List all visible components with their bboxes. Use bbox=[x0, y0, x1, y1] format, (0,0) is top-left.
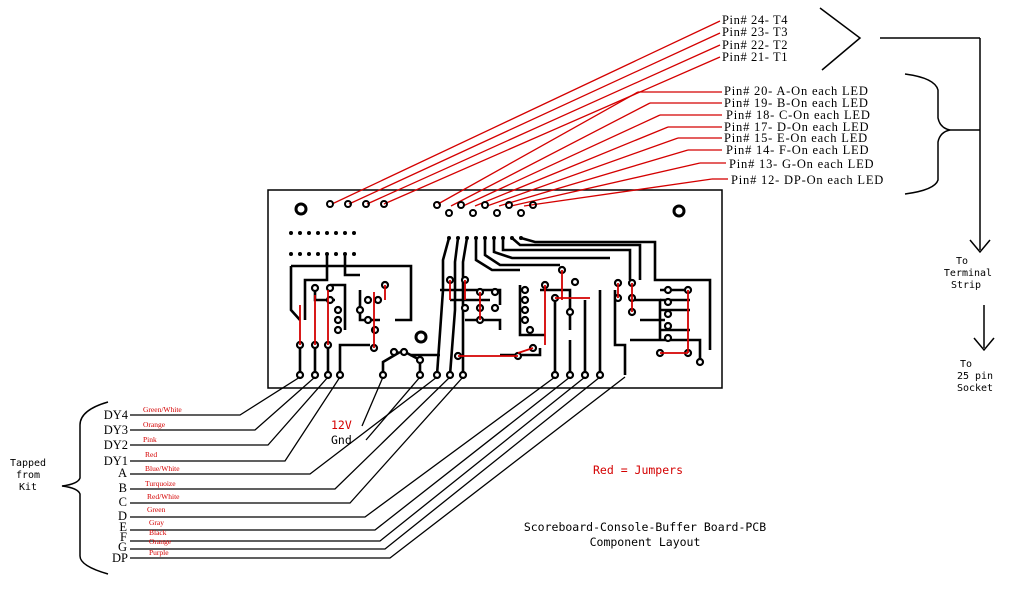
signal-name: DY1 bbox=[104, 454, 128, 468]
pin-label: Pin# 20- A-On each LED bbox=[724, 84, 869, 98]
signal-name: D bbox=[118, 509, 127, 523]
wire-color: Pink bbox=[143, 435, 157, 444]
pin-label: Pin# 14- F-On each LED bbox=[726, 143, 869, 157]
wire-color: Red/White bbox=[147, 492, 180, 501]
signal-name: F bbox=[120, 530, 127, 544]
pin-label: Pin# 22- T2 bbox=[722, 38, 788, 52]
svg-text:To: To bbox=[960, 359, 972, 370]
diagram-subtitle: Component Layout bbox=[590, 535, 701, 549]
wire-color: Black bbox=[149, 528, 167, 537]
signal-name: E bbox=[119, 520, 127, 534]
signal-names: DY4 DY3 DY2 DY1 A B C D E F G DP bbox=[104, 408, 129, 565]
pin-label: Pin# 15- E-On each LED bbox=[724, 131, 868, 145]
signal-name: A bbox=[118, 466, 127, 480]
pin-label: Pin# 17- D-On each LED bbox=[724, 120, 869, 134]
signal-name: DY3 bbox=[104, 423, 128, 437]
svg-text:Terminal: Terminal bbox=[944, 268, 992, 279]
svg-text:To: To bbox=[956, 256, 968, 267]
wire-color: Turquoize bbox=[145, 479, 176, 488]
pin-label: Pin# 13- G-On each LED bbox=[729, 157, 874, 171]
ground-label: Gnd bbox=[331, 433, 352, 447]
wire-color: Orange bbox=[149, 537, 172, 546]
pin-label: Pin# 18- C-On each LED bbox=[726, 108, 871, 122]
signal-name: DY4 bbox=[104, 408, 129, 422]
terminal-strip-label: To Terminal Strip bbox=[944, 256, 992, 291]
mounting-hole bbox=[294, 202, 308, 216]
left-bracket bbox=[61, 401, 109, 575]
svg-text:Kit: Kit bbox=[19, 482, 37, 493]
tapped-from-kit-label: Tapped from Kit bbox=[10, 458, 46, 493]
signal-name: DP bbox=[112, 551, 128, 565]
pin-labels-led: Pin# 20- A-On each LED Pin# 19- B-On eac… bbox=[724, 84, 884, 187]
svg-text:Strip: Strip bbox=[951, 280, 981, 291]
jumper-wires bbox=[299, 270, 689, 357]
svg-text:Tapped: Tapped bbox=[10, 458, 46, 469]
wire-color: Purple bbox=[149, 548, 169, 557]
socket-label: To 25 pin Socket bbox=[957, 359, 993, 394]
top-pin-row bbox=[326, 200, 537, 217]
jumper-legend: Red = Jumpers bbox=[593, 463, 683, 477]
mounting-hole bbox=[414, 330, 428, 344]
pin-leader-lines bbox=[331, 20, 728, 207]
pin-label: Pin# 12- DP-On each LED bbox=[731, 173, 884, 187]
signal-name: C bbox=[119, 495, 127, 509]
pin-label: Pin# 23- T3 bbox=[722, 25, 788, 39]
mounting-hole bbox=[672, 204, 686, 218]
wire-color: Red bbox=[145, 450, 157, 459]
diagram-title: Scoreboard-Console-Buffer Board-PCB bbox=[524, 520, 766, 534]
svg-text:from: from bbox=[16, 470, 40, 481]
wire-color: Green/White bbox=[143, 405, 182, 414]
signal-name: G bbox=[118, 540, 127, 554]
signal-name: DY2 bbox=[104, 438, 128, 452]
svg-text:25 pin: 25 pin bbox=[957, 371, 993, 382]
svg-text:Socket: Socket bbox=[957, 383, 993, 394]
power-12v-label: 12V bbox=[331, 418, 352, 432]
wire-colors: Green/White Orange Pink Red Blue/White T… bbox=[143, 405, 182, 557]
signal-leader-lines bbox=[130, 376, 626, 559]
pin-label: Pin# 24- T4 bbox=[722, 13, 788, 27]
pin-label: Pin# 21- T1 bbox=[722, 50, 788, 64]
wire-color: Blue/White bbox=[145, 464, 180, 473]
right-brackets bbox=[819, 7, 995, 352]
wire-color: Orange bbox=[143, 420, 166, 429]
wire-color: Gray bbox=[149, 518, 164, 527]
pin-labels-t: Pin# 24- T4 Pin# 23- T3 Pin# 22- T2 Pin#… bbox=[722, 13, 788, 64]
signal-name: B bbox=[119, 481, 127, 495]
wire-color: Green bbox=[147, 505, 166, 514]
pin-label: Pin# 19- B-On each LED bbox=[724, 96, 869, 110]
